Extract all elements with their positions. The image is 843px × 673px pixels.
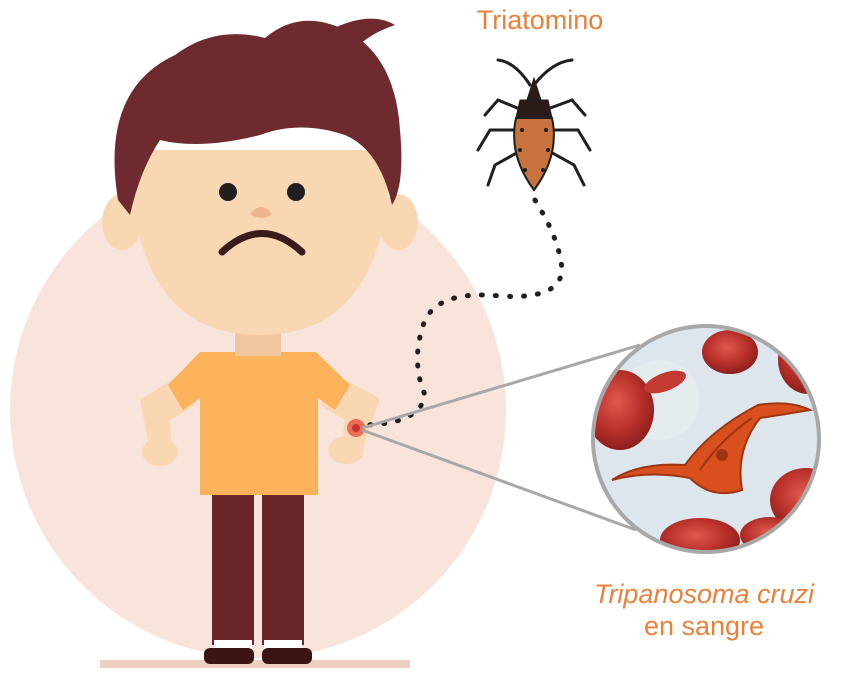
parasite-location-label: en sangre	[565, 610, 843, 642]
right-shoe	[262, 648, 312, 664]
floor-shadow	[100, 660, 410, 668]
left-eye	[219, 183, 237, 201]
right-eye	[287, 183, 305, 201]
right-hand	[328, 436, 364, 464]
left-hand	[142, 438, 178, 466]
left-shoe	[204, 648, 254, 664]
parasite-name-label: Tripanosoma cruzi	[565, 578, 843, 610]
right-leg	[262, 485, 304, 645]
left-leg	[212, 485, 254, 645]
insect-label: Triatomino	[440, 4, 640, 36]
blood-cell	[740, 517, 800, 553]
bite-mark-core	[352, 424, 360, 432]
parasite-label: Tripanosoma cruzi en sangre	[565, 578, 843, 643]
blood-magnifier-circle	[586, 325, 842, 565]
blood-cell	[660, 518, 740, 562]
triatomine-bug-icon	[478, 60, 590, 190]
